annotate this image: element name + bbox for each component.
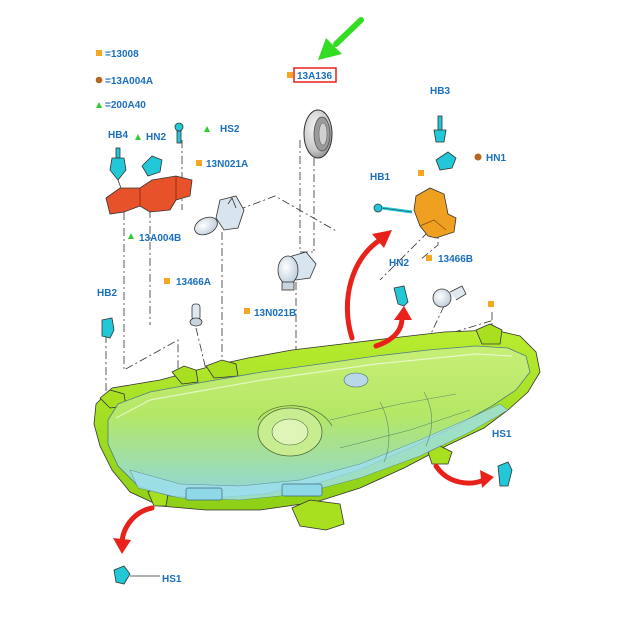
callout-hn1: HN1: [486, 153, 506, 164]
callout-hs1-bottom: HS1: [162, 574, 182, 585]
callout-13a004b: 13A004B: [139, 233, 181, 244]
callout-13n021a: 13N021A: [206, 159, 248, 170]
highlight-box-13a136: [293, 67, 337, 83]
right-bracket-orange: [413, 170, 457, 239]
callout-hb1: HB1: [370, 172, 390, 183]
callout-hn2-left: HN2: [146, 132, 166, 143]
fastener-hb2: HB2: [97, 288, 117, 339]
circle-marker-hn1: [474, 153, 482, 161]
legend-circle-marker: [95, 76, 103, 84]
legend-label-200a40: =200A40: [105, 100, 146, 111]
dust-cap-13a136: 13A136: [287, 67, 337, 159]
callout-hs1-right: HS1: [492, 429, 512, 440]
square-marker-right-bracket: [418, 170, 424, 176]
fastener-hs1-bottom: HS1: [113, 565, 182, 585]
fastener-hn2-left: HN2: [135, 132, 166, 177]
legend-square-marker: [96, 50, 102, 56]
bulb-13466b: 13466B: [426, 254, 473, 308]
bulb-13466a: 13466A: [164, 277, 211, 327]
triangle-marker-13a004b: [128, 233, 134, 239]
square-marker-13a136: [287, 72, 293, 78]
left-bracket-13a004b: 13A004B: [105, 175, 193, 244]
legend-label-13008: =13008: [105, 49, 139, 60]
square-marker-13466a: [164, 278, 170, 284]
callout-13466b: 13466B: [438, 254, 473, 265]
legend-label-13a004a: =13A004A: [105, 76, 153, 87]
fastener-hn1: HN1: [435, 151, 506, 171]
callout-13466a: 13466A: [176, 277, 211, 288]
fastener-hn2-right: HN2: [389, 258, 409, 307]
bulb-13n021a: 13N021A: [194, 159, 248, 236]
legend-triangle-marker: [96, 102, 102, 108]
fastener-hb4: HB4: [108, 130, 128, 181]
fastener-hs1-right: HS1: [492, 429, 513, 487]
bulb-13n021b: 13N021B: [244, 251, 317, 319]
square-marker-13n021a: [196, 160, 202, 166]
fastener-hs2: HS2: [174, 122, 240, 144]
square-marker-13n021b: [244, 308, 250, 314]
callout-hb3: HB3: [430, 86, 450, 97]
callout-hb2: HB2: [97, 288, 117, 299]
callout-hn2-right: HN2: [389, 258, 409, 269]
legend: =13008 =13A004A =200A40: [95, 49, 153, 111]
callout-13a136: 13A136: [297, 71, 332, 82]
square-marker-13466b: [426, 255, 432, 261]
green-pointer-arrow: [318, 17, 364, 60]
fastener-hb3: HB3: [430, 86, 450, 143]
red-arrowheads: [113, 230, 494, 554]
fastener-hb1: HB1: [370, 172, 413, 214]
callout-hs2: HS2: [220, 124, 240, 135]
callout-hb4: HB4: [108, 130, 128, 141]
headlamp-housing: [93, 323, 541, 531]
callout-13n021b: 13N021B: [254, 308, 296, 319]
triangle-marker-hn2-left: [135, 134, 141, 140]
triangle-marker-hs2: [204, 126, 210, 132]
square-marker-housing: [488, 301, 494, 307]
